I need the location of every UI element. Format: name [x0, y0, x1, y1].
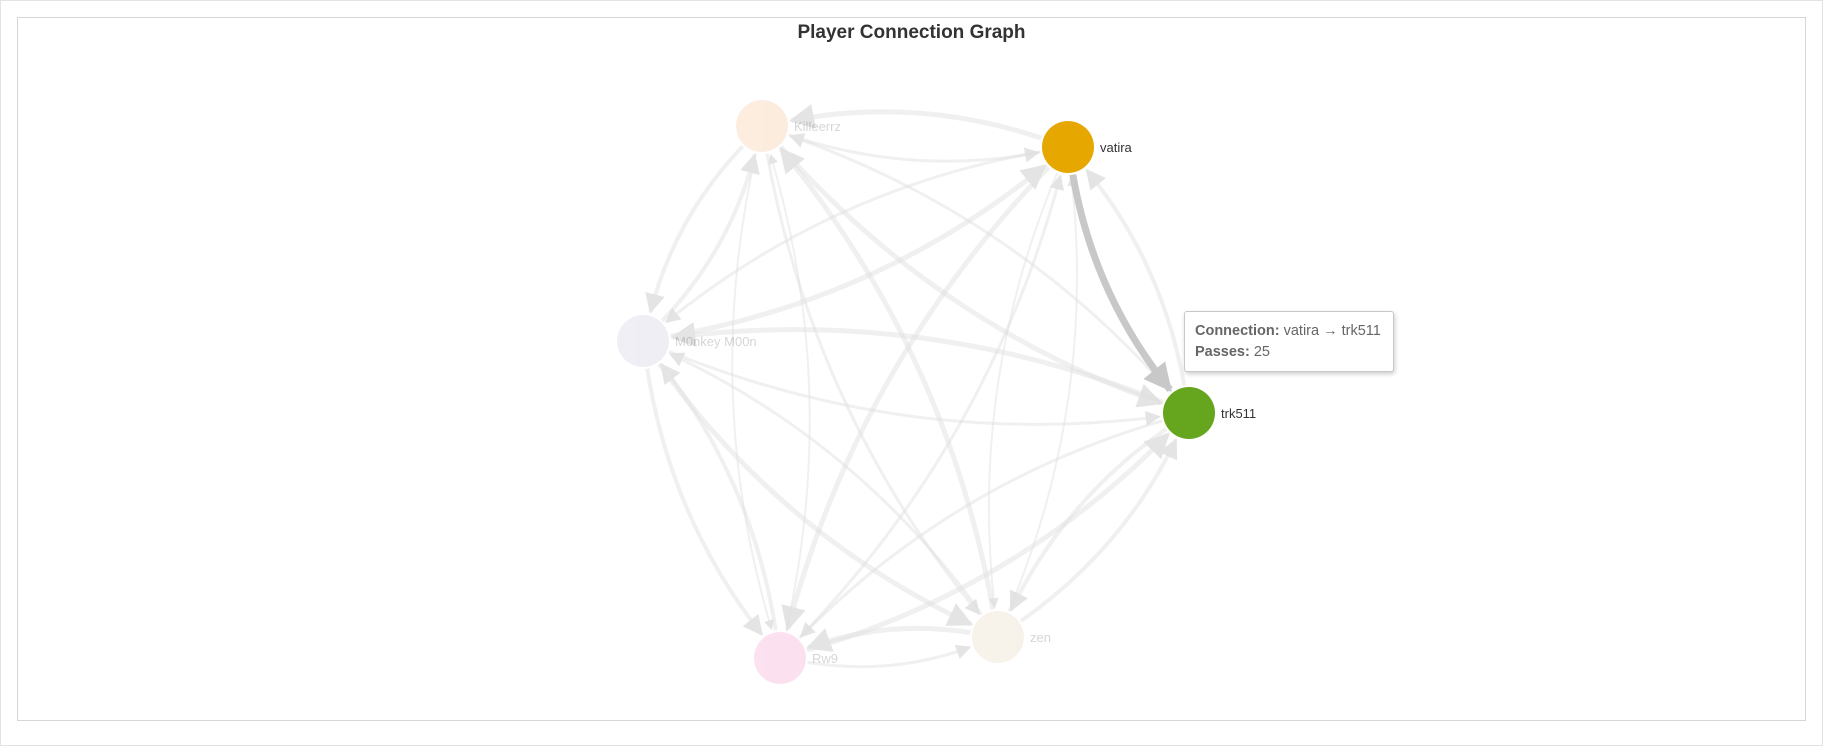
- highlight-edge-layer: [1069, 173, 1173, 392]
- node-circle[interactable]: [972, 611, 1024, 663]
- node-label: zen: [1030, 630, 1051, 645]
- edge-1-5[interactable]: [987, 172, 1059, 609]
- tooltip-connection-value: vatira → trk511: [1283, 323, 1381, 339]
- node-circle[interactable]: [617, 315, 669, 367]
- node-circle[interactable]: [1042, 121, 1094, 173]
- edge-2-4[interactable]: [645, 368, 764, 636]
- edge-0-5[interactable]: [765, 153, 981, 615]
- node-m0nkey-m00n[interactable]: M0nkey M00n: [617, 315, 757, 367]
- edge-5-3[interactable]: [1019, 438, 1178, 623]
- tooltip-passes-label: Passes:: [1195, 344, 1250, 360]
- edge-2-3[interactable]: [668, 350, 1161, 426]
- edge-3-4[interactable]: [799, 419, 1163, 638]
- edge-0-3[interactable]: [778, 145, 1164, 408]
- edge-2-1[interactable]: [670, 163, 1047, 339]
- node-zen[interactable]: zen: [972, 611, 1051, 663]
- edge-2-0[interactable]: [660, 153, 760, 323]
- edge-3-1[interactable]: [1085, 168, 1187, 386]
- edge-1-2[interactable]: [665, 150, 1041, 324]
- tooltip-passes-row: Passes: 25: [1195, 342, 1383, 363]
- edge-5-0[interactable]: [779, 147, 996, 610]
- edges-layer: [645, 104, 1187, 669]
- highlighted-edge[interactable]: [1069, 173, 1173, 392]
- node-trk511[interactable]: trk511: [1163, 387, 1256, 439]
- edge-4-5[interactable]: [807, 644, 972, 669]
- node-killeerrz[interactable]: Killeerrz: [736, 100, 841, 152]
- edge-3-0[interactable]: [788, 133, 1172, 393]
- edge-4-1[interactable]: [798, 174, 1065, 639]
- node-label: M0nkey M00n: [675, 334, 757, 349]
- edge-4-0[interactable]: [768, 153, 811, 631]
- node-circle[interactable]: [1163, 387, 1215, 439]
- edge-4-2[interactable]: [659, 363, 778, 631]
- edge-1-0[interactable]: [789, 104, 1043, 141]
- edge-2-5[interactable]: [657, 362, 974, 627]
- edge-1-4[interactable]: [781, 165, 1051, 632]
- node-label: Killeerrz: [794, 119, 841, 134]
- edge-5-2[interactable]: [668, 352, 983, 616]
- tooltip-passes-value: 25: [1253, 344, 1270, 360]
- node-label: trk511: [1221, 406, 1256, 421]
- edge-0-1[interactable]: [788, 133, 1040, 163]
- edge-5-4[interactable]: [805, 625, 971, 652]
- edge-4-3[interactable]: [806, 432, 1170, 653]
- tooltip-connection-label: Connection:: [1195, 323, 1280, 339]
- edge-3-2[interactable]: [670, 322, 1165, 405]
- node-circle[interactable]: [736, 100, 788, 152]
- edge-0-2[interactable]: [645, 144, 745, 314]
- edge-5-1[interactable]: [1007, 175, 1079, 612]
- chart-title: Player Connection Graph: [797, 22, 1026, 43]
- edge-0-4[interactable]: [731, 153, 774, 631]
- tooltip-connection-row: Connection: vatira → trk511: [1195, 321, 1383, 342]
- chart-panel: Player Connection Graph: [17, 17, 1806, 721]
- node-label: vatira: [1100, 140, 1133, 155]
- node-rw9[interactable]: Rw9: [754, 632, 838, 684]
- node-label: Rw9: [812, 651, 838, 666]
- node-vatira[interactable]: vatira: [1042, 121, 1133, 173]
- edge-3-5[interactable]: [1009, 427, 1168, 612]
- edge-tooltip: Connection: vatira → trk511 Passes: 25: [1184, 311, 1394, 372]
- node-circle[interactable]: [754, 632, 806, 684]
